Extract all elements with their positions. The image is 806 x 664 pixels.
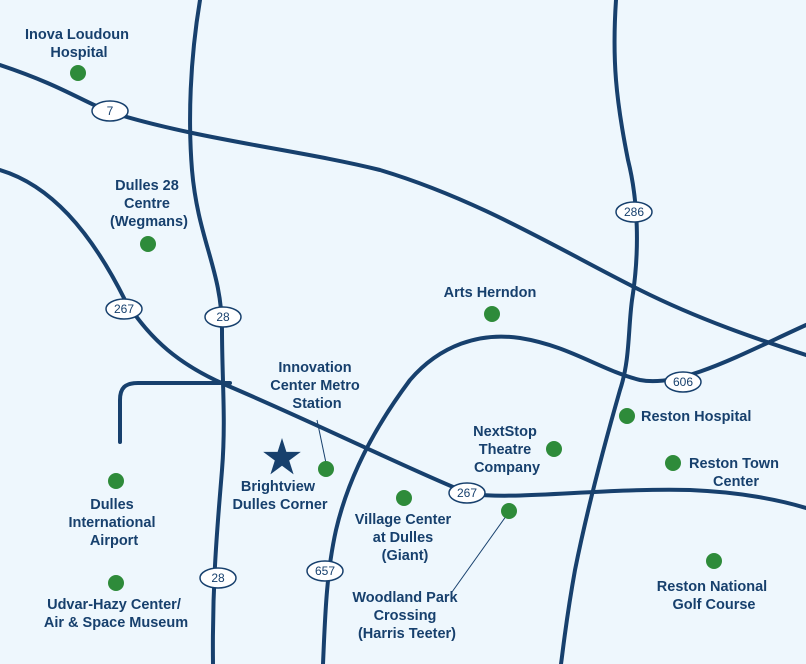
innovation-center-label: Innovation Center Metro Station	[270, 360, 363, 412]
dulles-airport-marker[interactable]	[108, 473, 124, 489]
svg-text:28: 28	[216, 310, 230, 324]
star-icon[interactable]	[263, 438, 301, 475]
route-28-road	[188, 0, 226, 664]
reston-hospital-marker[interactable]	[619, 408, 635, 424]
nextstop-theatre-label: NextStop Theatre Company	[473, 424, 541, 476]
route-286-road	[559, 0, 639, 664]
route-28-south-shield: 28	[199, 567, 237, 589]
arts-herndon-marker[interactable]	[484, 306, 500, 322]
innovation-center-marker[interactable]	[318, 461, 334, 477]
svg-text:7: 7	[107, 104, 114, 118]
route-606-shield: 606	[664, 371, 702, 393]
route-657-shield: 657	[306, 560, 344, 582]
svg-text:28: 28	[211, 571, 225, 585]
svg-text:286: 286	[624, 205, 644, 219]
route-7-shield: 7	[91, 100, 129, 122]
dulles-airport-label: Dulles International Airport	[68, 497, 159, 549]
reston-national-marker[interactable]	[706, 553, 722, 569]
airport-access-road	[118, 381, 232, 444]
inova-loudoun-label: Inova Loudoun Hospital	[25, 27, 133, 61]
reston-hospital-label: Reston Hospital	[641, 409, 751, 425]
innovation-center-leader	[316, 419, 327, 464]
route-286-shield: 286	[615, 201, 653, 223]
village-center-marker[interactable]	[396, 490, 412, 506]
reston-national-label: Reston National Golf Course	[657, 579, 771, 613]
brightview-label: Brightview Dulles Corner	[232, 479, 327, 513]
nextstop-theatre-marker[interactable]	[546, 441, 562, 457]
village-center-label: Village Center at Dulles (Giant)	[355, 512, 455, 564]
dulles-28-centre-marker[interactable]	[140, 236, 156, 252]
dulles-28-centre-label: Dulles 28 Centre (Wegmans)	[110, 178, 188, 230]
route-28-north-shield: 28	[204, 306, 242, 328]
woodland-park-label: Woodland Park Crossing (Harris Teeter)	[352, 590, 461, 642]
svg-text:267: 267	[457, 486, 477, 500]
reston-town-center-label: Reston Town Center	[689, 456, 783, 490]
svg-text:657: 657	[315, 564, 335, 578]
woodland-park-marker[interactable]	[501, 503, 517, 519]
route-267-west-shield: 267	[105, 298, 143, 320]
reston-town-center-marker[interactable]	[665, 455, 681, 471]
udvar-hazy-marker[interactable]	[108, 575, 124, 591]
inova-loudoun-marker[interactable]	[70, 65, 86, 81]
svg-text:606: 606	[673, 375, 693, 389]
woodland-park-leader	[451, 511, 510, 593]
udvar-hazy-label: Udvar-Hazy Center/ Air & Space Museum	[44, 597, 188, 631]
route-267-road	[0, 168, 806, 510]
arts-herndon-label: Arts Herndon	[444, 285, 537, 301]
svg-text:267: 267	[114, 302, 134, 316]
route-267-east-shield: 267	[448, 482, 486, 504]
